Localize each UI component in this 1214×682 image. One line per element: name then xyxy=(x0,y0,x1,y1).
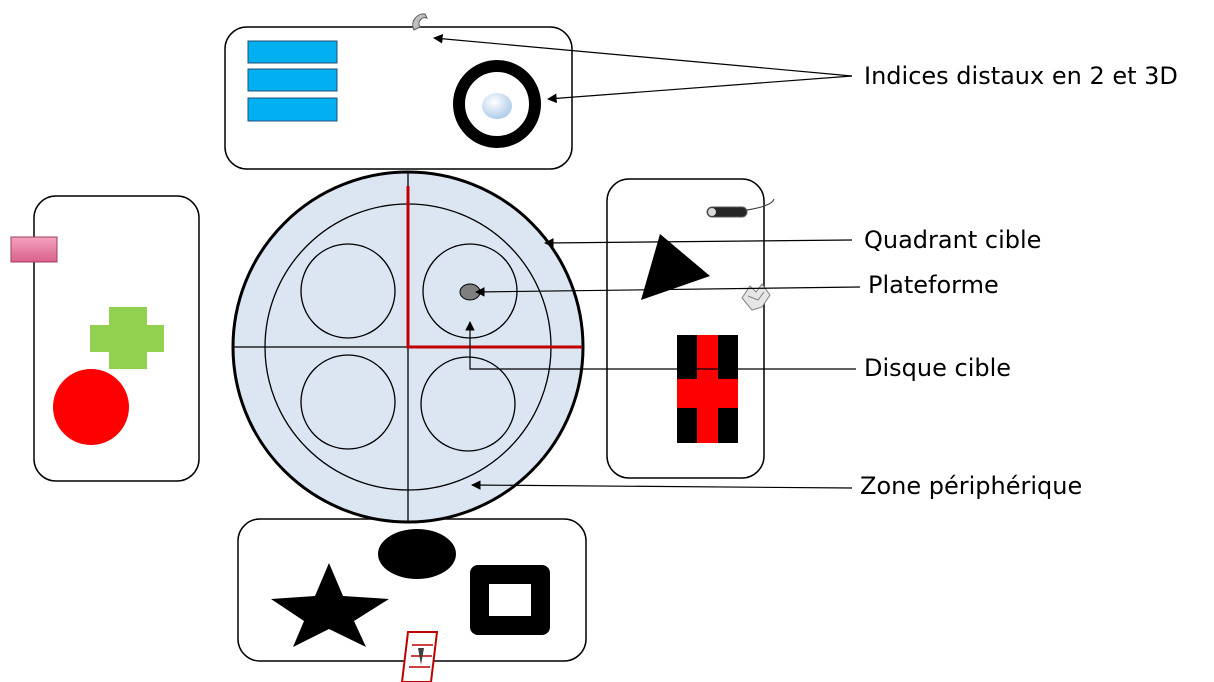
left-cue-panel xyxy=(10,195,200,482)
blue-disc-icon xyxy=(482,93,512,119)
target-quadrant-border xyxy=(406,186,582,349)
top-cue-panel xyxy=(224,13,573,170)
black-star-icon xyxy=(271,563,389,647)
right-cue-panel xyxy=(606,178,775,479)
disc-bottom-right xyxy=(420,356,516,452)
ruler-3d-icon xyxy=(400,631,439,682)
blue-bar-icon xyxy=(247,97,338,122)
black-ring-icon xyxy=(453,60,541,148)
target-quadrant-label: Quadrant cible xyxy=(864,226,1042,254)
platform-label: Plateforme xyxy=(868,271,999,299)
distal-cues-label: Indices distaux en 2 et 3D xyxy=(864,62,1178,90)
black-triangle-icon xyxy=(641,234,710,300)
peripheral-zone-label: Zone périphérique xyxy=(860,472,1083,500)
pink-block-3d-icon xyxy=(10,236,58,263)
disc-bottom-left xyxy=(300,354,396,450)
blue-bar-icon xyxy=(247,68,338,92)
bottom-cue-panel xyxy=(237,518,587,682)
annotation-arrows xyxy=(433,34,861,490)
arrow-platform xyxy=(475,286,861,297)
pen-3d-icon xyxy=(706,198,775,218)
red-black-pattern-icon xyxy=(677,335,738,443)
disc-top-left xyxy=(300,243,396,339)
arrow-distal-cue-3d xyxy=(433,34,853,77)
arrow-target-quadrant xyxy=(544,238,853,248)
arrow-distal-cue-2d xyxy=(547,75,853,104)
water-pool xyxy=(231,170,585,524)
target-disc-label: Disque cible xyxy=(864,354,1012,382)
arrow-peripheral-zone xyxy=(471,480,853,490)
blue-bar-icon xyxy=(247,40,338,64)
small-3d-object-icon xyxy=(741,283,771,311)
arrow-target-disc xyxy=(465,321,856,370)
black-square-frame-hole xyxy=(489,584,531,616)
green-cross-icon xyxy=(90,307,164,369)
red-circle-icon xyxy=(53,369,129,445)
black-ellipse-icon xyxy=(378,529,456,579)
gray-arc-3d-icon xyxy=(412,13,429,31)
